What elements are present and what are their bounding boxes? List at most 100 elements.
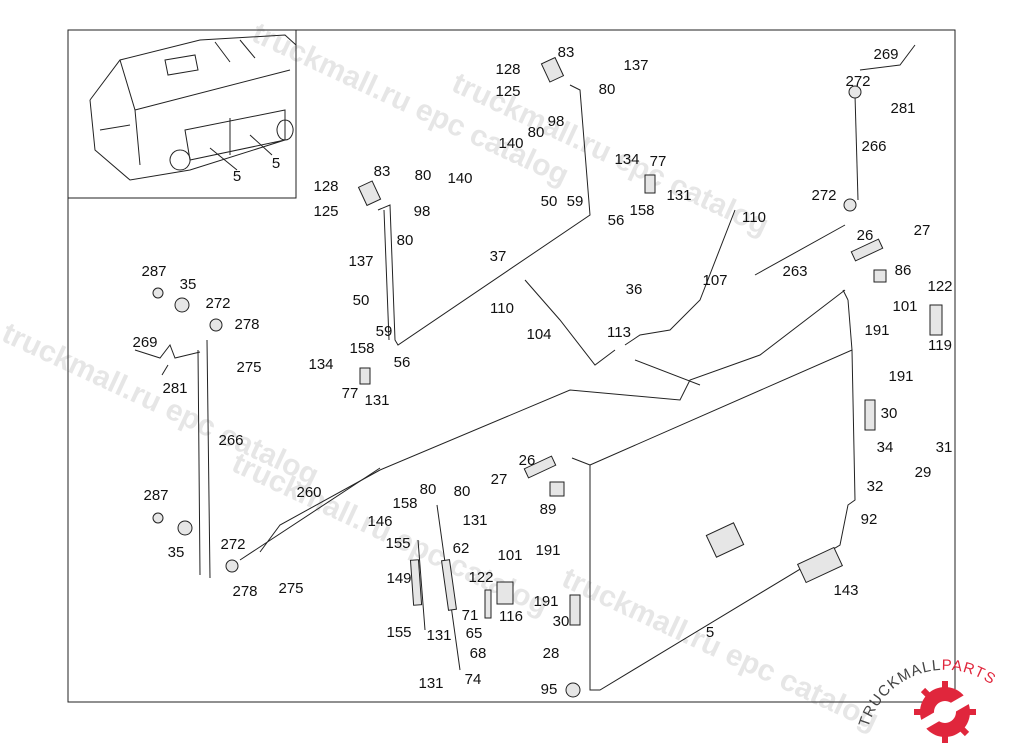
part-callout-281: 281 [890,100,915,117]
part-callout-5: 5 [706,624,714,641]
part-callout-191: 191 [864,322,889,339]
part-callout-31: 31 [936,439,953,456]
part-callout-80: 80 [528,124,545,141]
part-callout-137: 137 [348,253,373,270]
part-callout-26: 26 [857,227,874,244]
part-callout-80: 80 [415,167,432,184]
part-callout-37: 37 [490,248,507,265]
part-callout-92: 92 [861,511,878,528]
part-callout-122: 122 [468,569,493,586]
part-callout-128: 128 [313,178,338,195]
part-callout-191: 191 [535,542,560,559]
part-callout-125: 125 [495,83,520,100]
part-callout-101: 101 [892,298,917,315]
part-callout-86: 86 [895,262,912,279]
part-callout-155: 155 [386,624,411,641]
part-callout-62: 62 [453,540,470,557]
part-callout-131: 131 [666,187,691,204]
inset-vehicle-view [67,29,297,199]
part-callout-50: 50 [353,292,370,309]
part-callout-116: 116 [499,608,523,625]
part-callout-80: 80 [599,81,616,98]
part-callout-131: 131 [418,675,443,692]
part-callout-28: 28 [543,645,560,662]
part-callout-80: 80 [397,232,414,249]
part-callout-272: 272 [205,295,230,312]
part-callout-59: 59 [567,193,584,210]
part-callout-89: 89 [540,501,557,518]
part-callout-56: 56 [608,212,625,229]
assembly-lines [134,44,943,698]
part-callout-263: 263 [782,263,807,280]
inset-callouts: 55 [233,155,280,185]
part-callout-119: 119 [928,337,952,354]
part-callout-146: 146 [367,513,392,530]
part-callout-107: 107 [702,272,727,289]
part-callout-131: 131 [364,392,389,409]
part-callout-80: 80 [454,483,471,500]
part-callout-27: 27 [914,222,931,239]
inset-callout: 5 [272,155,280,172]
part-callout-155: 155 [385,535,410,552]
part-callout-278: 278 [234,316,259,333]
part-callout-272: 272 [220,536,245,553]
part-callout-50: 50 [541,193,558,210]
part-callout-143: 143 [833,582,858,599]
part-callout-158: 158 [629,202,654,219]
part-callout-122: 122 [927,278,952,295]
part-callout-27: 27 [491,471,508,488]
part-callout-272: 272 [811,187,836,204]
part-callout-266: 266 [861,138,886,155]
diagram-frame [67,29,956,703]
part-callout-34: 34 [877,439,894,456]
part-callout-98: 98 [414,203,431,220]
part-callout-110: 110 [490,300,514,317]
part-callout-36: 36 [626,281,643,298]
part-callout-137: 137 [623,57,648,74]
part-callout-113: 113 [607,324,631,341]
part-callout-101: 101 [497,547,522,564]
part-callout-125: 125 [313,203,338,220]
part-callout-272: 272 [845,73,870,90]
part-callout-77: 77 [342,385,359,402]
part-callout-71: 71 [462,607,479,624]
part-callout-134: 134 [614,151,639,168]
part-callout-128: 128 [495,61,520,78]
part-callout-275: 275 [278,580,303,597]
part-callout-287: 287 [143,487,168,504]
part-callout-269: 269 [873,46,898,63]
part-callout-269: 269 [132,334,157,351]
part-callout-35: 35 [168,544,185,561]
truckmallparts-logo: TRUCKMALLPARTS [856,657,998,743]
part-callout-32: 32 [867,478,884,495]
part-callout-29: 29 [915,464,932,481]
part-callout-68: 68 [470,645,487,662]
part-callout-77: 77 [650,153,667,170]
part-callout-140: 140 [447,170,472,187]
part-callout-83: 83 [558,44,575,61]
part-callout-83: 83 [374,163,391,180]
part-callout-158: 158 [349,340,374,357]
part-callout-35: 35 [180,276,197,293]
part-callout-30: 30 [553,613,570,630]
inset-callout: 5 [233,168,241,185]
part-callout-98: 98 [548,113,565,130]
part-callout-281: 281 [162,380,187,397]
part-callout-30: 30 [881,405,898,422]
part-callout-56: 56 [394,354,411,371]
part-callout-191: 191 [888,368,913,385]
part-callout-275: 275 [236,359,261,376]
part-callout-26: 26 [519,452,536,469]
part-callout-266: 266 [218,432,243,449]
part-callout-260: 260 [296,484,321,501]
part-callout-191: 191 [533,593,558,610]
part-callout-110: 110 [742,209,766,226]
part-callout-149: 149 [386,570,411,587]
part-callout-278: 278 [232,583,257,600]
part-callout-140: 140 [498,135,523,152]
part-callout-74: 74 [465,671,482,688]
part-callout-287: 287 [141,263,166,280]
part-callout-80: 80 [420,481,437,498]
